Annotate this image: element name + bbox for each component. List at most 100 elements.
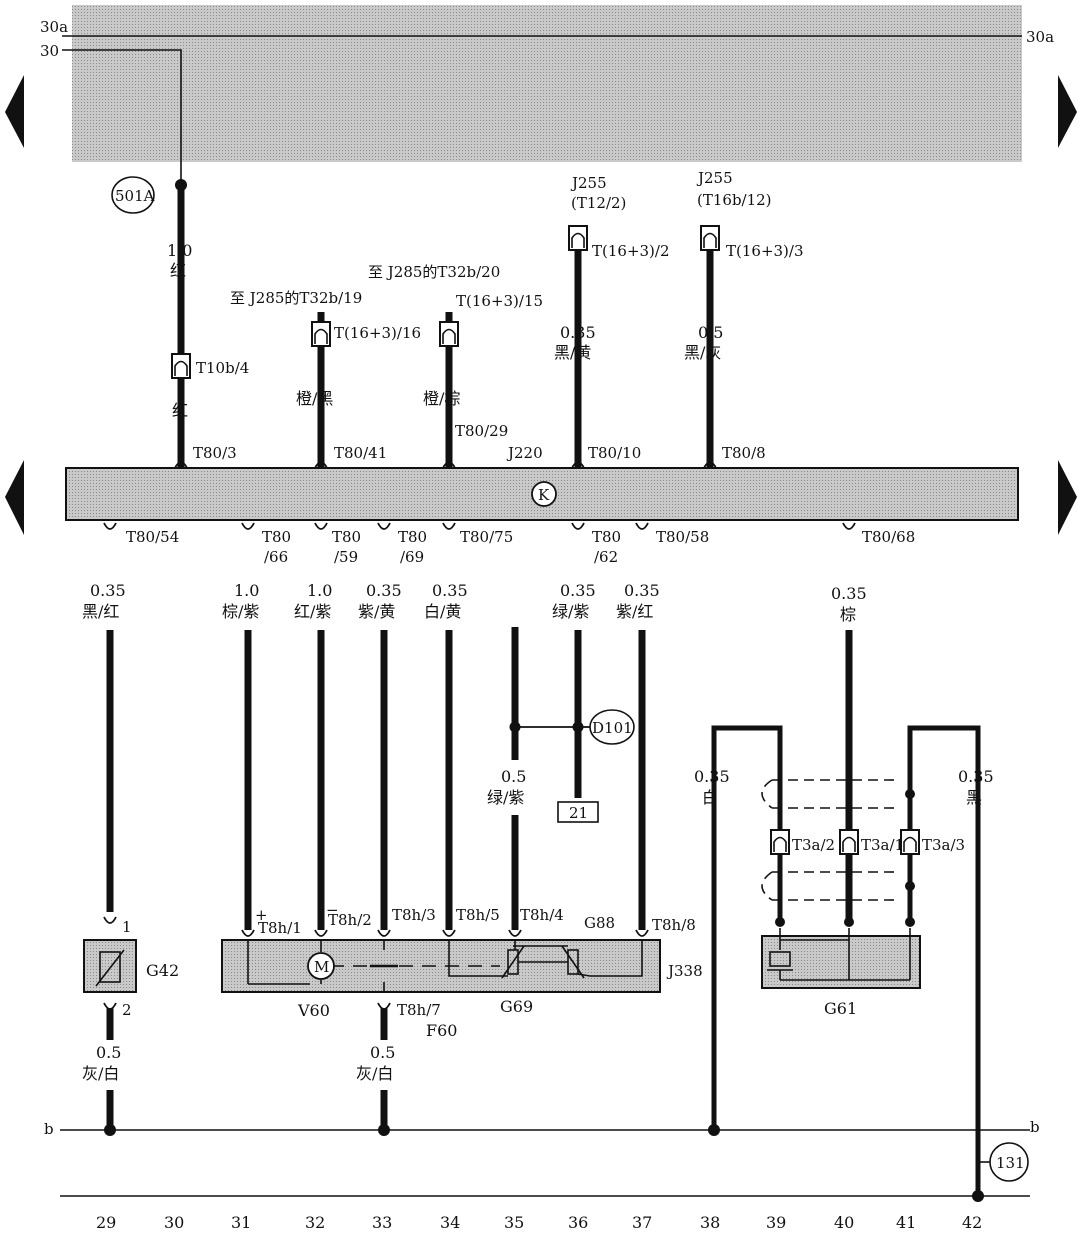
g69-label: G69 <box>500 997 533 1016</box>
j338-label: J338 <box>666 962 703 980</box>
w29-color: 黑/红 <box>82 602 119 621</box>
w36-color: 黑/黄 <box>554 343 591 362</box>
w35-color: 绿/紫 <box>487 788 524 807</box>
w38-color: 黑/灰 <box>684 343 721 362</box>
f60-wire-size: 0.5 <box>370 1043 395 1062</box>
t10b4-label: T10b/4 <box>196 359 249 377</box>
w33-color: 紫/黄 <box>358 602 395 621</box>
j255-a-pin: (T12/2) <box>571 194 626 212</box>
t80-8-label: T80/8 <box>722 444 766 462</box>
nav-left-top-arrow[interactable] <box>5 75 24 148</box>
col-30: 30 <box>164 1213 184 1232</box>
t3a-3-label: T3a/3 <box>922 836 965 854</box>
w36-lower-size: 0.35 <box>560 581 596 600</box>
lower-wires <box>106 627 853 1130</box>
w38-lower-size: 0.35 <box>694 767 730 786</box>
column-numbers: 29 30 31 32 33 34 35 36 37 38 39 40 41 4… <box>96 1213 982 1232</box>
w34-color: 橙/棕 <box>423 389 460 408</box>
j338-internal <box>247 940 643 992</box>
nav-right-top-arrow[interactable] <box>1058 75 1077 148</box>
w38-size: 0.5 <box>698 323 723 342</box>
connector-t10b4 <box>171 353 191 379</box>
lower-pin-arcs <box>103 522 856 530</box>
circle-501a-label: 501A <box>115 187 155 205</box>
upper-pin-arcs <box>174 461 717 469</box>
t80-29-label: T80/29 <box>455 422 508 440</box>
f60-wire-color: 灰/白 <box>356 1064 393 1083</box>
w30-color: 红 <box>170 261 186 280</box>
t80-66a-label: T80 <box>262 528 291 546</box>
g61-label: G61 <box>824 999 857 1018</box>
wire-42-shield <box>907 725 981 1196</box>
wire-38-lower <box>711 725 783 1130</box>
t80-69a-label: T80 <box>398 528 427 546</box>
t80-59a-label: T80 <box>332 528 361 546</box>
g42-pin1: 1 <box>122 918 132 936</box>
t80-58-label: T80/58 <box>656 528 709 546</box>
t8h-3-label: T8h/3 <box>392 906 436 924</box>
g42-wire-color: 灰/白 <box>82 1064 119 1083</box>
col-38: 38 <box>700 1213 720 1232</box>
circle-131 <box>989 1142 1029 1182</box>
w30-size: 1.0 <box>167 241 192 260</box>
t80-68-label: T80/68 <box>862 528 915 546</box>
shield-dot-2 <box>905 881 915 891</box>
rail-b-left-label: b <box>44 1120 54 1138</box>
col-34: 34 <box>440 1213 460 1232</box>
connector-16-3-2 <box>568 225 588 251</box>
t8h-8-label: T8h/8 <box>652 916 696 934</box>
circle-131-label: 131 <box>996 1154 1025 1172</box>
w34-conn: T(16+3)/15 <box>456 292 543 310</box>
g88-label: G88 <box>584 914 615 932</box>
w38-conn: T(16+3)/3 <box>726 242 804 260</box>
j338-plus: + <box>255 906 268 924</box>
j255-b: J255 <box>696 169 733 187</box>
col-29: 29 <box>96 1213 116 1232</box>
w34-color: 白/黄 <box>424 602 461 621</box>
t80-75-label: T80/75 <box>460 528 513 546</box>
w37-size: 0.35 <box>624 581 660 600</box>
motor-label: M <box>314 958 329 976</box>
circle-501a <box>111 176 155 214</box>
col-33: 33 <box>372 1213 392 1232</box>
nav-right-mid-arrow[interactable] <box>1058 460 1077 535</box>
w31-color: 棕/紫 <box>222 602 259 621</box>
col-31: 31 <box>231 1213 251 1232</box>
cable-shield <box>761 779 900 901</box>
col-35: 35 <box>504 1213 524 1232</box>
splice-dot-30 <box>175 179 187 191</box>
w42-color: 黑 <box>966 788 982 807</box>
g61-internal <box>767 928 911 981</box>
t80-3-label: T80/3 <box>193 444 237 462</box>
w33-size: 0.35 <box>366 581 402 600</box>
control-unit-name: J220 <box>506 444 543 462</box>
rail-30a-left-label: 30a <box>40 18 68 36</box>
col-32: 32 <box>305 1213 325 1232</box>
t3a-1-label: T3a/1 <box>861 836 904 854</box>
w32-color: 橙/黑 <box>296 389 333 408</box>
sensor-g42 <box>83 939 137 993</box>
rail-30-wire <box>62 49 182 185</box>
t3a-2-label: T3a/2 <box>792 836 835 854</box>
w40-size: 0.35 <box>831 584 867 603</box>
control-unit-symbol: K <box>538 486 550 504</box>
shield-dot-1 <box>905 789 915 799</box>
w36-size: 0.35 <box>560 323 596 342</box>
nav-left-mid-arrow[interactable] <box>5 460 24 535</box>
connector-16-3-3 <box>700 225 720 251</box>
col-40: 40 <box>834 1213 854 1232</box>
w36-lower-color: 绿/紫 <box>552 602 589 621</box>
rail-b-right-label: b <box>1030 1118 1040 1136</box>
t80-10-label: T80/10 <box>588 444 641 462</box>
w34-dest: 至 J285的T32b/20 <box>368 263 500 281</box>
motor-v60-symbol <box>307 952 335 980</box>
t8h-2-label: T8h/2 <box>328 911 372 929</box>
w35-size: 0.5 <box>501 767 526 786</box>
rail-30a-right-label: 30a <box>1026 28 1054 46</box>
w31-size: 1.0 <box>234 581 259 600</box>
t8h-7-label: T8h/7 <box>397 1001 441 1019</box>
connector-16-3-15 <box>439 321 459 347</box>
j338-pin-arcs <box>241 929 649 937</box>
